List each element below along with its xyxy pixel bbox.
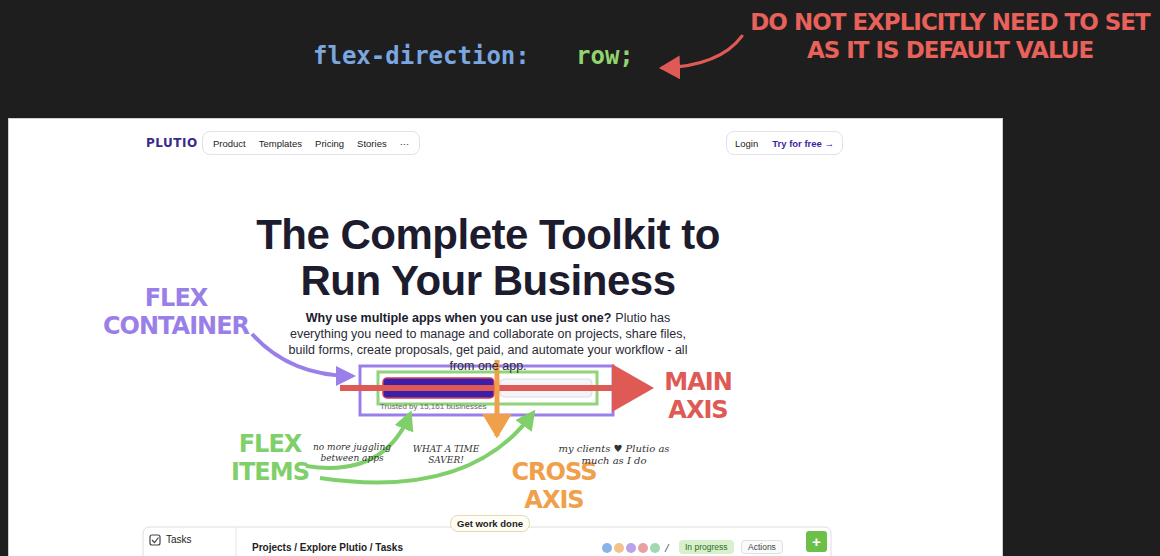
handwritten-note: WHAT A TIME SAVER! [404,444,488,466]
status-chip: In progress [679,540,734,554]
node-text: ··· [400,138,410,149]
code-property: flex-direction: [313,42,530,70]
note-text: DO NOT EXPLICITLY NEED TO SET AS IT IS D… [744,8,1156,64]
node-text: Product [213,138,246,149]
node-text: Templates [259,138,302,149]
nav-pill: Product Templates Pricing Stories ··· [202,131,420,155]
hero-paragraph: Why use multiple apps when you can use j… [276,310,700,374]
logo: PLUTIO [146,136,198,150]
node-text: Pricing [315,138,344,149]
handwritten-note: my clients ♥ Plutio as much as I do [558,443,670,467]
node-text: Actions [748,542,776,552]
annotation-label: CROSS AXIS [500,458,608,514]
paragraph-lead: Why use multiple apps when you can use j… [306,311,612,325]
node-text: Try for free → [772,138,834,149]
annotation-label: FLEX ITEMS [228,430,312,486]
add-button-icon: + [806,531,827,552]
action-chip: Actions [741,540,783,554]
annotation-label: FLEX CONTAINER [96,284,256,340]
tag-pill: Get work done [450,515,530,532]
code-value: row; [576,42,634,70]
breadcrumb: Projects / Explore Plutio / Tasks [252,542,403,553]
node-text: In progress [685,542,728,552]
node-text: Get work done [457,518,523,529]
annotation-label: MAIN AXIS [656,368,740,424]
login-pill: Login Try for free → [726,131,843,155]
hero-heading: The Complete Toolkit to Run Your Busines… [238,212,738,304]
node-text: Login [735,138,758,149]
handwritten-note: no more juggling between apps [308,442,396,464]
node-text: Stories [357,138,387,149]
trust-note: Trusted by 15,161 businesses [380,402,486,411]
sidebar-item: Tasks [166,534,192,545]
